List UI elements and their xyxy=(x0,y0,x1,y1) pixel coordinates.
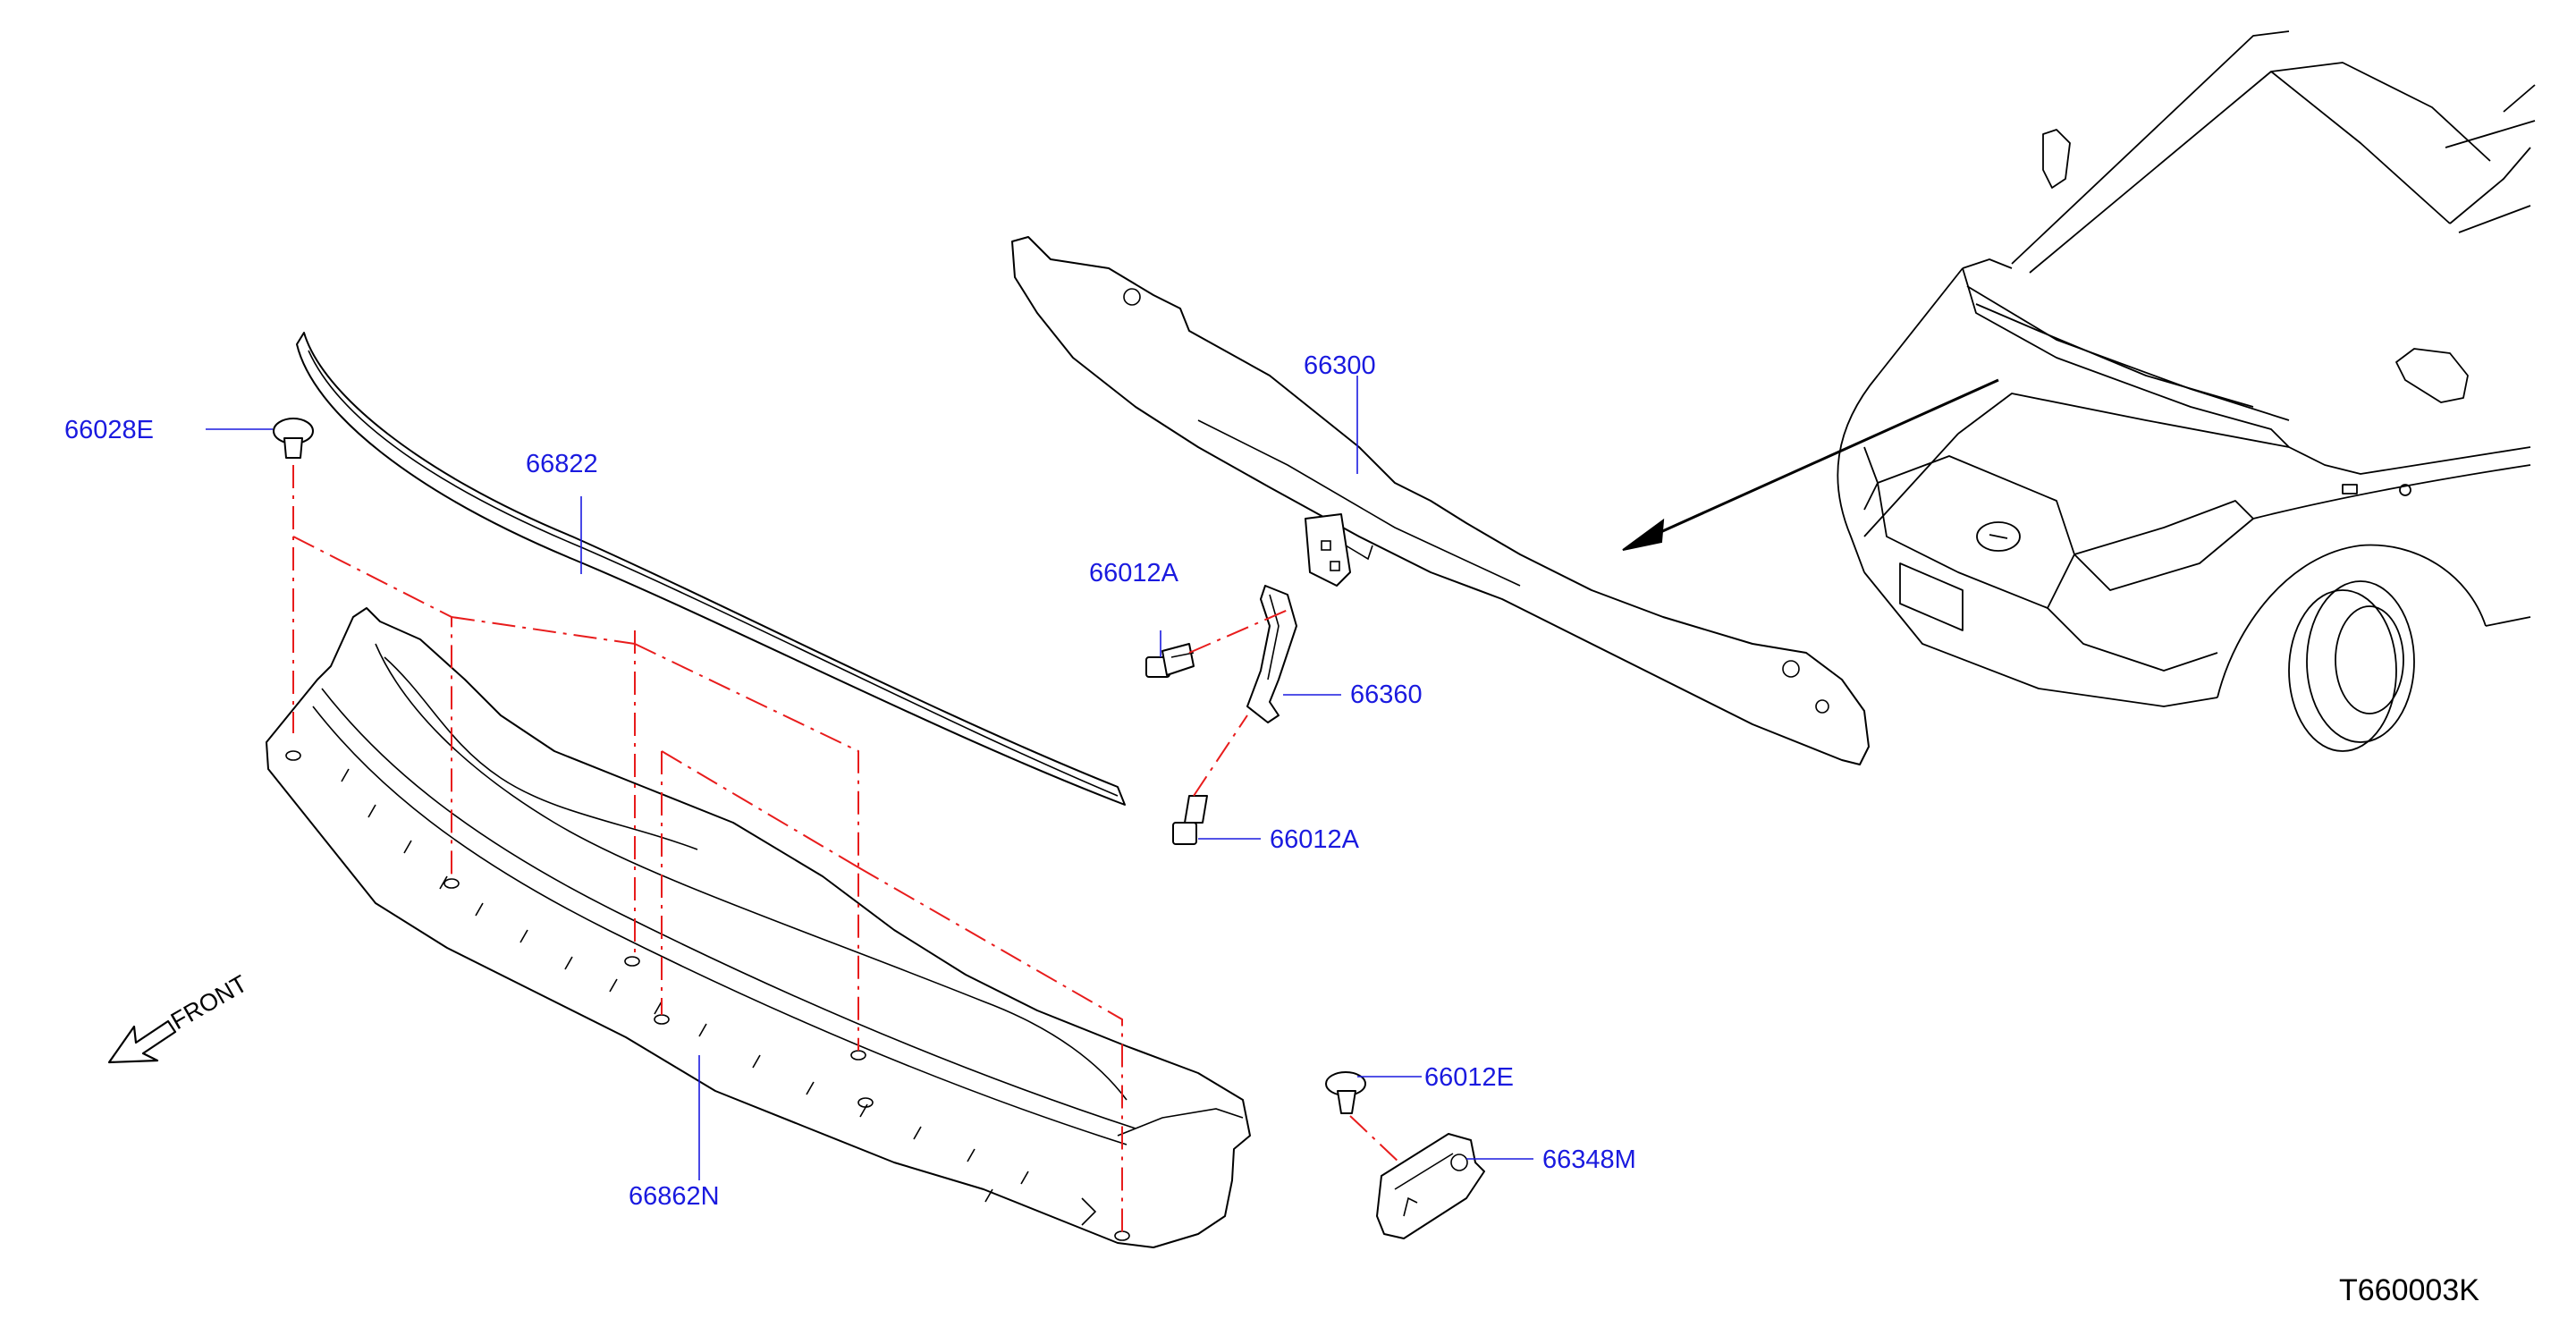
callout-66822: 66822 xyxy=(526,450,598,478)
part-66862N-cowl-panel xyxy=(266,607,1251,1248)
part-66822-moulding xyxy=(296,332,1126,806)
bolt-66012A-lower xyxy=(1172,795,1208,845)
callout-66348M: 66348M xyxy=(1542,1145,1636,1174)
callout-66862N: 66862N xyxy=(629,1182,720,1211)
plate-number: T660003K xyxy=(2339,1273,2479,1307)
front-arrow-icon xyxy=(107,1019,177,1064)
part-66348M-plate xyxy=(1376,1133,1485,1239)
part-66300-cowl-top xyxy=(1011,236,1870,765)
part-66360-bracket xyxy=(1246,585,1297,723)
callout-66012A-lower: 66012A xyxy=(1270,825,1360,854)
assembly-lines xyxy=(292,465,1400,1232)
clip-66028E xyxy=(273,418,314,459)
callout-66012A-upper: 66012A xyxy=(1089,559,1179,587)
front-label: FRONT xyxy=(166,970,252,1035)
callout-66012E: 66012E xyxy=(1424,1063,1514,1092)
callout-labels: 66028E 66822 66300 66012A 66360 66012A 6… xyxy=(64,351,1636,1211)
vehicle-outline xyxy=(1622,30,2536,752)
leader-lines xyxy=(206,376,1533,1180)
callout-66360: 66360 xyxy=(1350,680,1423,709)
callout-66300: 66300 xyxy=(1304,351,1376,380)
clip-66012E xyxy=(1325,1071,1366,1114)
front-indicator: FRONT xyxy=(107,970,252,1064)
bolt-66012A-upper xyxy=(1145,643,1195,678)
callout-66028E: 66028E xyxy=(64,416,154,444)
